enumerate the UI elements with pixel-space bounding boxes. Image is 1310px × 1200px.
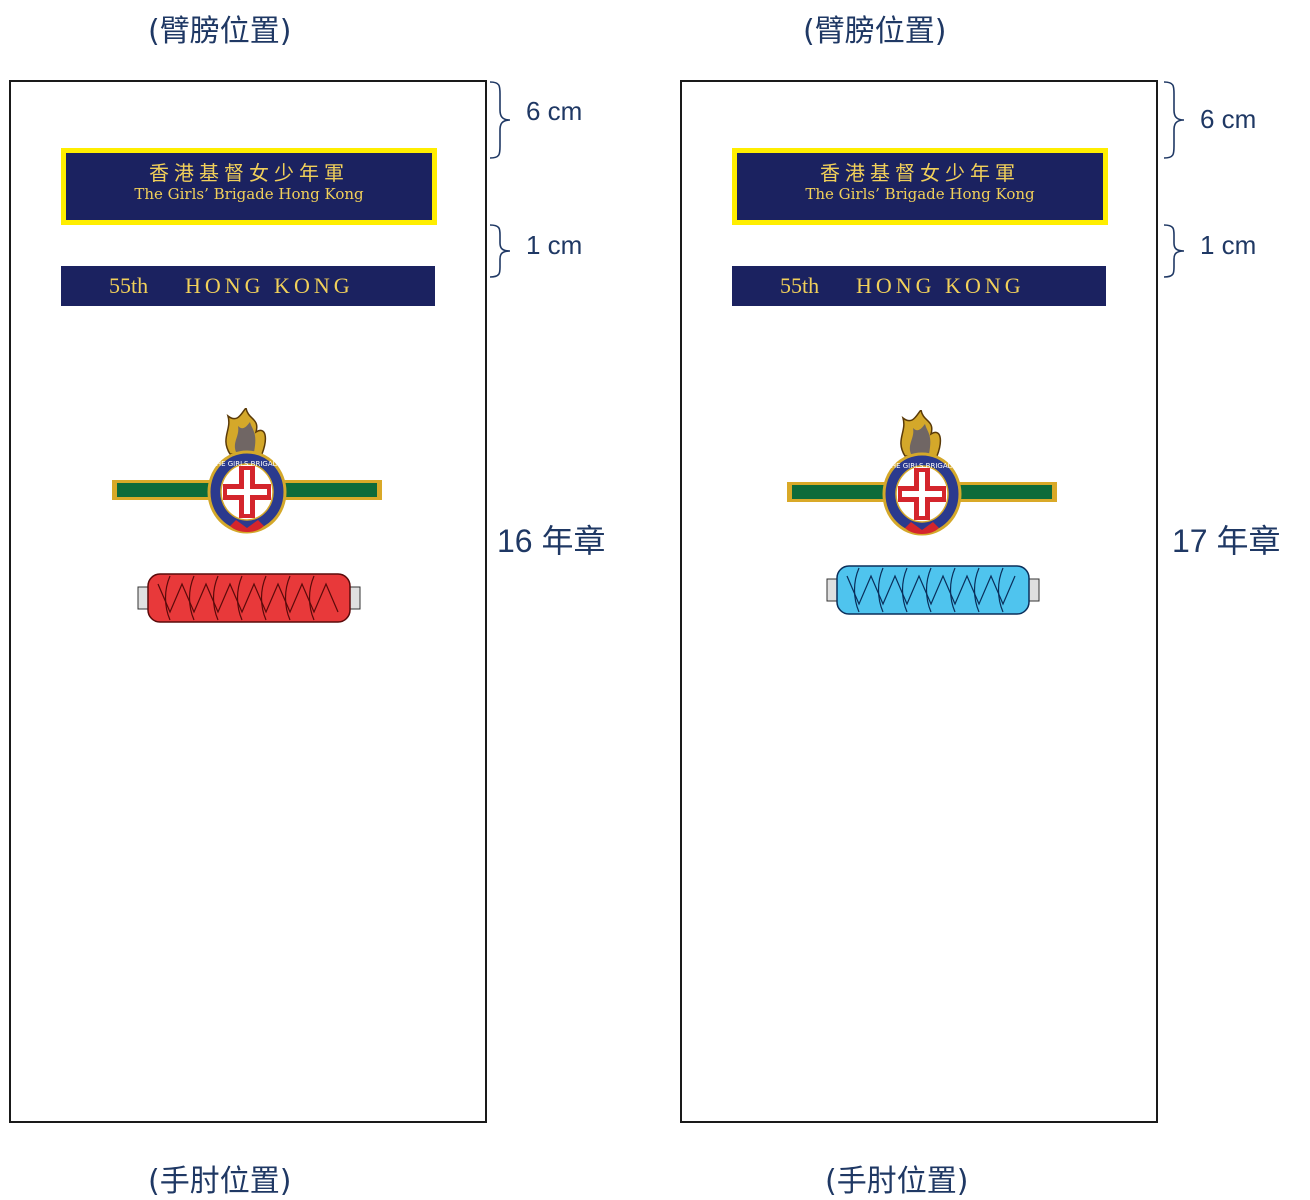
name-tab-chinese: 香港基督女少年軍 bbox=[149, 161, 349, 185]
year-badge-label: 16 年章 bbox=[497, 523, 606, 559]
year-bar-icon bbox=[826, 565, 1040, 615]
bottom-position-label: (手肘位置) bbox=[825, 1164, 969, 1199]
brigade-badge-icon: THE GIRLS BRIGADE bbox=[112, 408, 382, 534]
right-panel: (臂膀位置) 香港基督女少年軍 The Girls’ Brigade Hong … bbox=[655, 0, 1310, 1200]
dim-label-1cm: 1 cm bbox=[1200, 230, 1257, 260]
company-number: 55th bbox=[780, 273, 820, 298]
company-place: HONG KONG bbox=[185, 273, 354, 298]
name-tab-english: The Girls’ Brigade Hong Kong bbox=[134, 185, 364, 203]
left-panel: (臂膀位置) 香港基督女少年軍 The Girls’ Brigade Hong … bbox=[9, 14, 606, 1199]
company-place: HONG KONG bbox=[856, 273, 1025, 298]
company-number: 55th bbox=[109, 273, 149, 298]
name-tab: 香港基督女少年軍 The Girls’ Brigade Hong Kong bbox=[732, 148, 1108, 225]
badge-ring-text: THE GIRLS BRIGADE bbox=[886, 462, 958, 470]
bottom-position-label: (手肘位置) bbox=[148, 1164, 292, 1199]
company-tab: 55th HONG KONG bbox=[61, 266, 435, 306]
brace-6cm-icon bbox=[489, 81, 511, 159]
name-tab: 香港基督女少年軍 The Girls’ Brigade Hong Kong bbox=[61, 148, 437, 225]
name-tab-english: The Girls’ Brigade Hong Kong bbox=[805, 185, 1035, 203]
badge-ring-text: THE GIRLS BRIGADE bbox=[211, 460, 283, 468]
dim-label-6cm: 6 cm bbox=[526, 96, 583, 126]
brigade-badge-icon: THE GIRLS BRIGADE bbox=[787, 410, 1057, 536]
brace-1cm-icon bbox=[1163, 224, 1185, 278]
top-position-label: (臂膀位置) bbox=[148, 14, 292, 49]
year-badge-label: 17 年章 bbox=[1172, 523, 1281, 559]
dim-label-1cm: 1 cm bbox=[526, 230, 583, 260]
year-bar-icon bbox=[137, 573, 361, 623]
company-tab: 55th HONG KONG bbox=[732, 266, 1106, 306]
top-position-label: (臂膀位置) bbox=[803, 14, 947, 49]
dim-label-6cm: 6 cm bbox=[1200, 104, 1257, 134]
name-tab-chinese: 香港基督女少年軍 bbox=[820, 161, 1020, 185]
brace-6cm-icon bbox=[1163, 81, 1185, 159]
brace-1cm-icon bbox=[489, 224, 511, 278]
